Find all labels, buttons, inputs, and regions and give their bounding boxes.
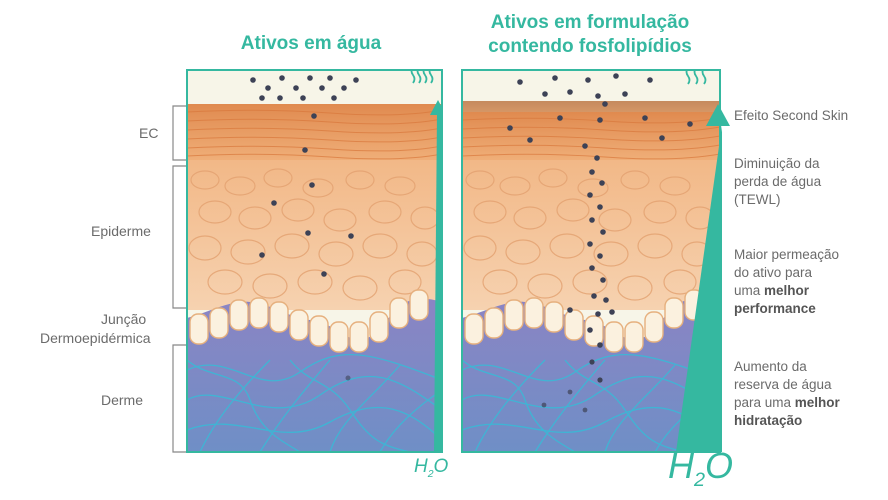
annotation-hydration: Aumento da reserva de água para uma melh… — [734, 358, 888, 430]
label-derme: Derme — [101, 392, 143, 409]
label-epiderme: Epiderme — [91, 223, 151, 240]
panel-right — [462, 68, 720, 452]
panel-left — [187, 67, 446, 452]
label-ec: EC — [139, 125, 158, 142]
annotation-permeation: Maior permeação do ativo para uma melhor… — [734, 246, 888, 318]
label-juncao-1: Junção — [101, 311, 146, 328]
annotation-tewl: Diminuição da perda de água (TEWL) — [734, 155, 888, 209]
label-juncao-2: Dermoepidérmica — [40, 330, 150, 347]
layer-brackets — [173, 106, 186, 452]
h2o-label-left: H2O — [414, 456, 448, 480]
annotation-second-skin: Efeito Second Skin — [734, 107, 888, 125]
